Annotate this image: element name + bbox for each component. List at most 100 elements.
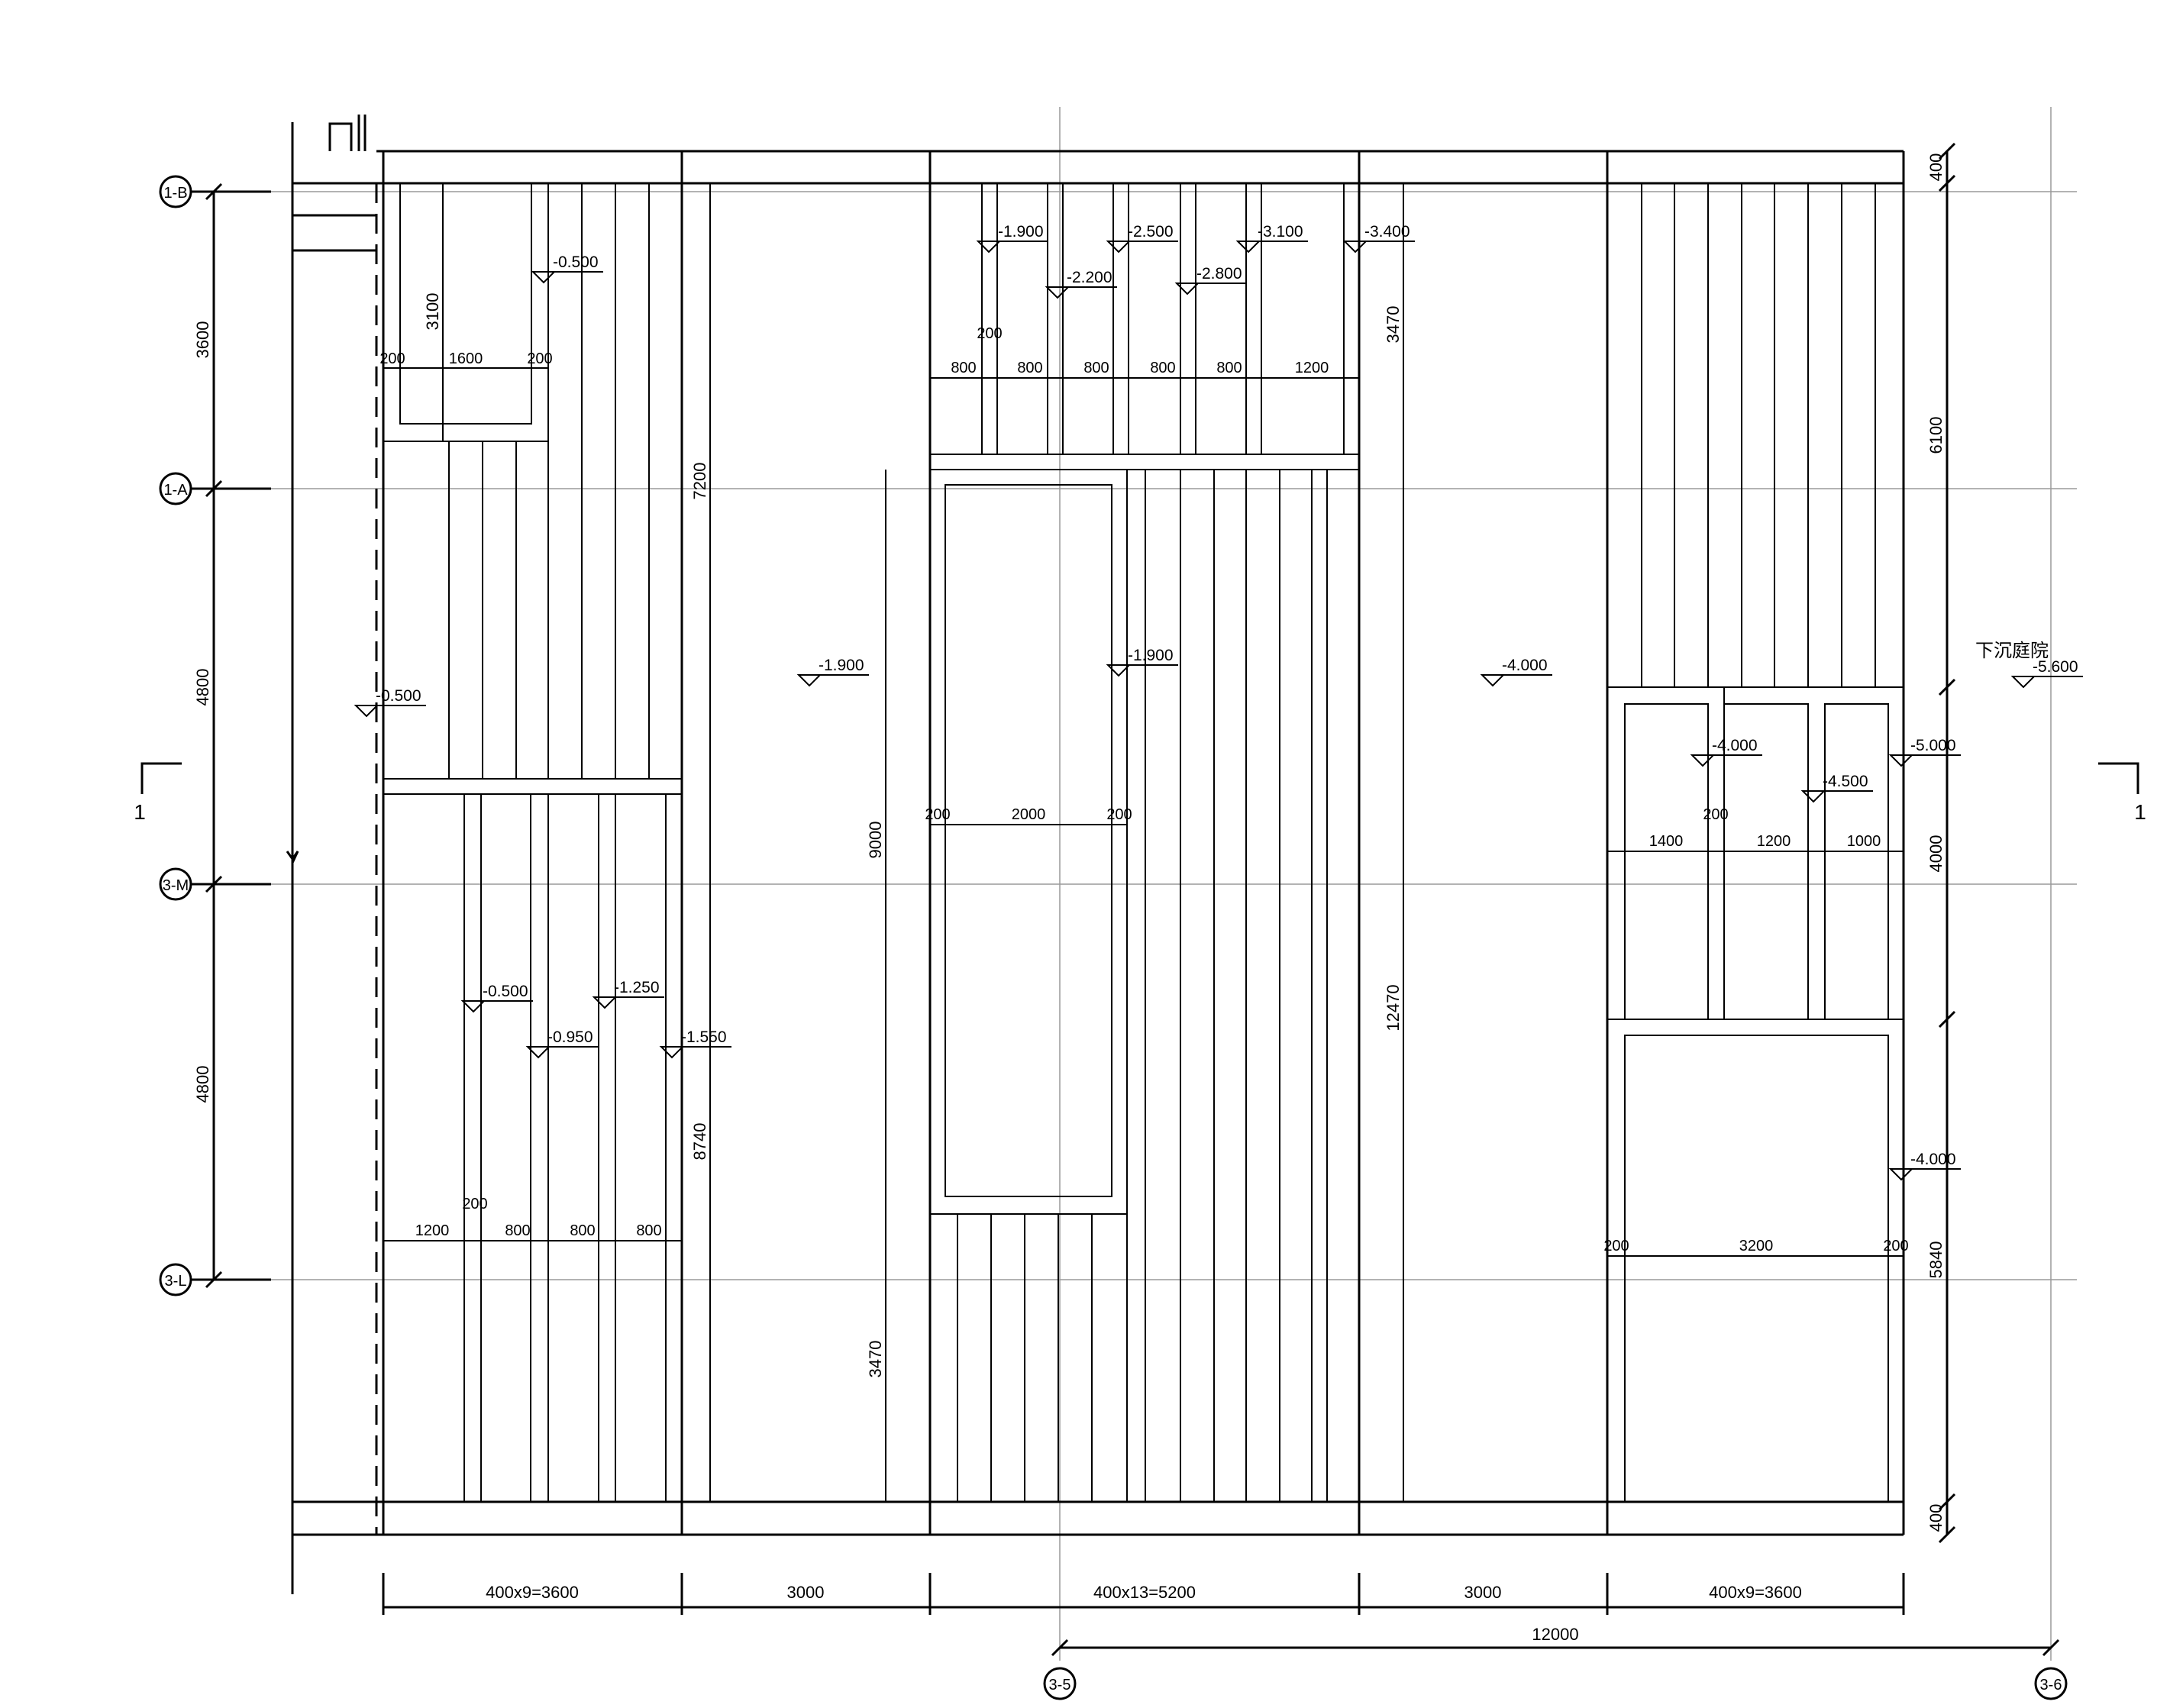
elevation-label: -4.000 — [1910, 1151, 1956, 1168]
dim-9000: 9000 — [866, 822, 885, 859]
dim-a-top-3: 200 — [527, 350, 552, 367]
elevation-marker: -0.500 — [531, 253, 603, 284]
elevation-marker: -4.000 — [1690, 737, 1762, 767]
axis-label-3-6: 3-6 — [2040, 1677, 2062, 1693]
elevation-marker: -0.950 — [525, 1028, 598, 1059]
elevation-marker: -4.000 — [1888, 1151, 1961, 1181]
dim-bay-3: 400x13=5200 — [1093, 1583, 1196, 1602]
dim-b-top-5: 800 — [1150, 360, 1175, 376]
elevation-label: -4.500 — [1823, 773, 1868, 790]
elevation-marker: -5.000 — [1888, 737, 1961, 767]
dim-a-bot-1: 200 — [462, 1196, 487, 1212]
dim-a-top-2: 1600 — [449, 350, 483, 367]
elevation-marker: -1.900 — [796, 657, 869, 687]
dim-left-4800-upper: 4800 — [193, 669, 212, 706]
column-axis-markers: 3-5 3-6 — [1043, 1667, 2068, 1700]
elevation-markers: -0.500-0.500-1.900-1.900-2.200-2.500-2.8… — [354, 223, 2083, 1181]
elevation-label: -0.500 — [553, 253, 599, 271]
axis-label-1-B: 1-B — [163, 185, 187, 202]
dim-a-bot-3: 800 — [505, 1222, 530, 1239]
outer-frame — [286, 115, 1905, 1594]
elevation-marker: -0.500 — [460, 983, 533, 1013]
dim-c-top-3: 1200 — [1757, 833, 1791, 850]
stair-block-b — [929, 183, 1359, 1502]
dim-bay-4: 3000 — [1464, 1583, 1502, 1602]
dim-3470-lower: 3470 — [866, 1341, 885, 1378]
stair-block-c — [1607, 183, 1904, 1503]
section-mark-right: 1 — [2134, 800, 2146, 824]
right-dimension-chain: 400 6100 4000 5840 400 — [1926, 142, 1956, 1544]
elevation-triangle — [2010, 676, 2036, 689]
dim-c-bot-1: 200 — [1603, 1238, 1629, 1254]
elevation-marker: -5.600 — [2010, 658, 2083, 689]
dim-b-top-4: 800 — [1083, 360, 1109, 376]
elevation-marker: -1.550 — [659, 1028, 731, 1059]
dim-a-bot-5: 800 — [636, 1222, 661, 1239]
elevation-marker: -1.900 — [1106, 647, 1178, 677]
dim-bay-1: 400x9=3600 — [486, 1583, 579, 1602]
elevation-label: -2.500 — [1128, 223, 1174, 241]
dim-3100: 3100 — [423, 293, 442, 331]
dim-b-mid-2: 2000 — [1012, 806, 1046, 823]
axis-label-3-5: 3-5 — [1049, 1677, 1071, 1693]
dim-3470-upper: 3470 — [1384, 306, 1403, 344]
elevation-marker: -2.500 — [1106, 223, 1178, 253]
elevation-marker: -3.400 — [1342, 223, 1415, 253]
elevation-triangle — [531, 271, 557, 284]
dim-b-mid-3: 200 — [1106, 806, 1132, 823]
dim-a-bot-4: 800 — [570, 1222, 595, 1239]
dim-total-12000: 12000 — [1532, 1625, 1578, 1644]
elevation-marker: -4.000 — [1480, 657, 1552, 687]
dim-a-bot-2: 1200 — [415, 1222, 450, 1239]
elevation-marker: -2.200 — [1045, 269, 1117, 299]
dim-bay-5: 400x9=3600 — [1709, 1583, 1802, 1602]
elevation-triangle — [1106, 241, 1132, 253]
elevation-triangle — [1235, 241, 1261, 253]
dim-12470: 12470 — [1384, 984, 1403, 1031]
elevation-marker: -4.500 — [1800, 773, 1873, 803]
dim-c-bot-3: 200 — [1883, 1238, 1908, 1254]
elevation-label: -0.500 — [376, 687, 421, 705]
elevation-triangle — [796, 674, 822, 687]
axis-label-3-L: 3-L — [165, 1273, 187, 1290]
dim-b-top-6: 800 — [1216, 360, 1242, 376]
section-cut-marks: 1 1 — [134, 762, 2146, 824]
section-mark-left: 1 — [134, 800, 146, 824]
elevation-label: -3.400 — [1364, 223, 1410, 241]
dim-c-bot-2: 3200 — [1739, 1238, 1774, 1254]
elevation-label: -4.000 — [1502, 657, 1548, 674]
elevation-label: -4.000 — [1712, 737, 1758, 754]
elevation-label: -1.900 — [819, 657, 864, 674]
left-dimension-chain: 3600 4800 4800 — [193, 182, 223, 1289]
stair-dimensions: 200 1600 200 200 1200 800 800 800 200 80… — [379, 325, 1909, 1257]
dim-c-top-2: 1400 — [1649, 833, 1684, 850]
elevation-label: -0.950 — [547, 1028, 593, 1046]
elevation-triangle — [1690, 754, 1716, 767]
dim-right-400-bottom: 400 — [1926, 1504, 1946, 1532]
dim-left-3600: 3600 — [193, 321, 212, 359]
dim-left-4800-lower: 4800 — [193, 1066, 212, 1103]
elevation-label: -1.900 — [998, 223, 1044, 241]
elevation-triangle — [592, 996, 618, 1009]
dim-b-top-2: 800 — [951, 360, 976, 376]
elevation-triangle — [1888, 1168, 1914, 1181]
elevation-label: -0.500 — [483, 983, 528, 1000]
axis-label-1-A: 1-A — [163, 482, 188, 499]
axis-label-3-M: 3-M — [163, 877, 189, 894]
dim-b-top-3: 800 — [1017, 360, 1042, 376]
dim-b-mid-1: 200 — [925, 806, 950, 823]
elevation-label: -1.250 — [614, 979, 660, 996]
elevation-triangle — [1480, 674, 1506, 687]
bottom-dimension-chain: 400x9=3600 3000 400x13=5200 3000 400x9=3… — [382, 1573, 2060, 1657]
dim-a-top-1: 200 — [379, 350, 405, 367]
elevation-marker: -1.250 — [592, 979, 664, 1009]
elevation-marker: -1.900 — [976, 223, 1048, 253]
elevation-label: -3.100 — [1258, 223, 1303, 241]
elevation-triangle — [1800, 790, 1826, 803]
dim-c-top-1: 200 — [1703, 806, 1728, 823]
interior-vertical-dimensions: 3100 7200 8740 9000 3470 3470 12470 — [423, 183, 1404, 1502]
elevation-triangle — [1888, 754, 1914, 767]
dim-right-4000: 4000 — [1926, 835, 1946, 873]
elevation-triangle — [1045, 286, 1070, 299]
